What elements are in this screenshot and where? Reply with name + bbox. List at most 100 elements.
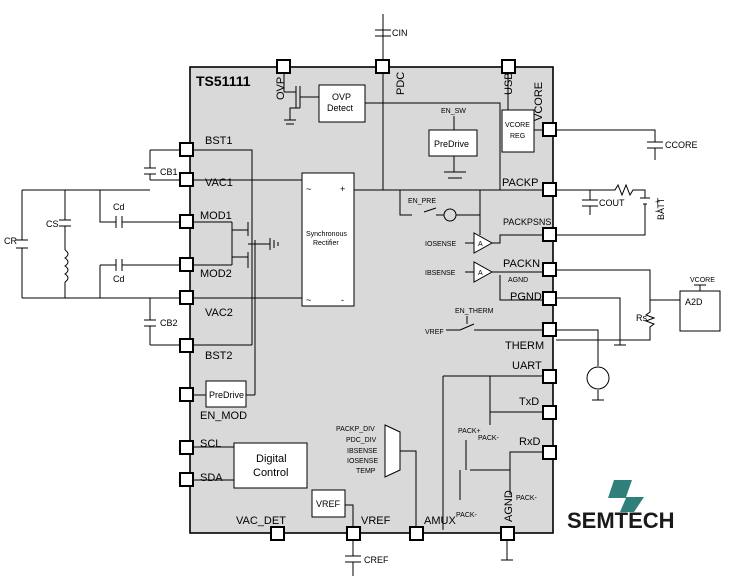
- digital-control-label-2: Control: [253, 467, 288, 479]
- cb1-label: CB1: [160, 167, 178, 177]
- vac-det-label: VAC_DET: [236, 515, 286, 527]
- vac2-label: VAC2: [205, 307, 233, 319]
- synchronous-rectifier: [301, 172, 355, 307]
- pin-pgnd[interactable]: [542, 291, 557, 306]
- predrive-bottom-label: PreDrive: [209, 390, 244, 400]
- vcore-reg-block: [501, 109, 535, 153]
- therm-label: THERM: [505, 340, 544, 352]
- cin-label: CIN: [392, 28, 408, 38]
- mod1-label: MOD1: [200, 210, 232, 222]
- en-sw-label: EN_SW: [441, 108, 466, 115]
- ovp-detect-label-1: OVP: [332, 92, 351, 102]
- chip-name: TS51111: [196, 73, 251, 89]
- vcore-reg-label-1: VCORE: [505, 122, 530, 129]
- pin-amux[interactable]: [409, 526, 424, 541]
- pin-therm[interactable]: [542, 322, 557, 337]
- mux-input-2: IBSENSE: [347, 448, 378, 455]
- vref-block-label: VREF: [316, 499, 341, 509]
- digital-control-block: [233, 442, 308, 489]
- pin-packp[interactable]: [542, 182, 557, 197]
- cref-label: CREF: [364, 555, 389, 565]
- rs-label: Rs: [636, 313, 647, 323]
- pack-minus-2: PACK-: [516, 495, 538, 502]
- pin-packpsns[interactable]: [542, 227, 557, 242]
- pin-uart[interactable]: [542, 369, 557, 384]
- pin-sda[interactable]: [179, 472, 194, 487]
- pin-txd[interactable]: [542, 405, 557, 420]
- sda-label: SDA: [200, 472, 223, 484]
- predrive-top-block: [428, 129, 478, 157]
- pack-minus-3: PACK-: [456, 512, 478, 519]
- a2d-vcore-label: VCORE: [690, 277, 715, 284]
- pin-pdc[interactable]: [375, 59, 390, 74]
- cin-wire: [375, 14, 391, 60]
- cd2-label: Cd: [113, 274, 125, 284]
- rect-tilde-bottom: ~: [306, 295, 311, 305]
- pin-bst1[interactable]: [179, 142, 194, 157]
- pin-ovp[interactable]: [276, 59, 291, 74]
- rect-minus: -: [341, 295, 344, 305]
- pin-packn[interactable]: [542, 262, 557, 277]
- amux-label: AMUX: [424, 515, 456, 527]
- pin-vac1[interactable]: [179, 172, 194, 187]
- rect-plus: +: [340, 184, 345, 194]
- vref-label: VREF: [361, 515, 391, 527]
- pin-usb[interactable]: [501, 59, 516, 74]
- packp-label: PACKP: [502, 177, 538, 189]
- ccore-label: CCORE: [665, 140, 698, 150]
- current-source-icon: [443, 208, 457, 222]
- vref-block: [311, 489, 346, 518]
- main-switch: [354, 156, 550, 191]
- pin-vref[interactable]: [346, 526, 361, 541]
- pdc-wiring: [365, 73, 501, 190]
- predrive-bottom-block: [205, 380, 247, 408]
- semtech-wordmark: SEMTECH: [567, 508, 675, 533]
- ccore-wiring: [556, 129, 663, 160]
- pin-bst2[interactable]: [179, 338, 194, 353]
- semtech-logo: SEMTECH: [567, 480, 675, 533]
- cr-label: CR: [4, 236, 17, 246]
- txd-label: TxD: [519, 396, 539, 408]
- scl-label: SCL: [200, 438, 221, 450]
- pin-agnd[interactable]: [500, 526, 515, 541]
- cs-label: CS: [46, 219, 59, 229]
- thermistor-icon: [586, 366, 610, 390]
- predrive-top-label: PreDrive: [434, 139, 469, 149]
- ibsense-label: IBSENSE: [425, 270, 456, 277]
- vac1-label: VAC1: [205, 177, 233, 189]
- left-external-network: [16, 149, 186, 346]
- amux-mux: [384, 424, 401, 478]
- pin-vcore[interactable]: [542, 122, 557, 137]
- pack-minus-1: PACK-: [478, 435, 500, 442]
- ovp-transistor: [283, 73, 319, 125]
- rectifier-label-1: Synchronous: [306, 231, 347, 238]
- pin-en-mod[interactable]: [179, 387, 194, 402]
- sense-resistor-wiring: [556, 269, 680, 346]
- en-pre-label: EN_PRE: [408, 198, 436, 205]
- semtech-mark-icon: [608, 480, 644, 512]
- precharge-switch: [399, 190, 481, 216]
- ovp-label: OVP: [275, 77, 287, 100]
- agnd-ground: [501, 540, 513, 561]
- pin-scl[interactable]: [179, 440, 194, 455]
- batt-label: BATT: [656, 197, 666, 220]
- mod2-label: MOD2: [200, 268, 232, 280]
- agnd-amp-label: AGND: [508, 277, 528, 284]
- agnd-pin-label: AGND: [503, 490, 515, 522]
- pin-mod2[interactable]: [179, 257, 194, 272]
- pin-mod1[interactable]: [179, 214, 194, 229]
- pin-vac2[interactable]: [179, 290, 194, 305]
- therm-switch: [446, 316, 543, 331]
- amp-a1: A: [478, 241, 483, 248]
- vcore-reg-label-2: REG: [510, 133, 525, 140]
- batt-minus: -: [655, 206, 658, 216]
- battery-wiring: [556, 183, 650, 236]
- a2d-block: [679, 290, 721, 332]
- rxd-label: RxD: [519, 436, 540, 448]
- ovp-detect-block: [318, 84, 366, 123]
- pin-rxd[interactable]: [542, 445, 557, 460]
- packn-label: PACKN: [503, 258, 540, 270]
- pin-vac-det[interactable]: [270, 526, 285, 541]
- en-therm-label: EN_THERM: [455, 308, 494, 315]
- cout-wiring: [556, 189, 598, 215]
